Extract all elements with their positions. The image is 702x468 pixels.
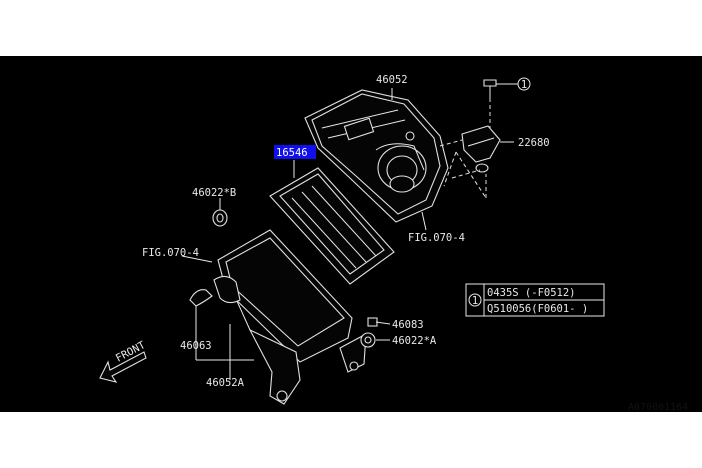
clip-46083[interactable] [367,317,378,327]
label-46022a: 46022*A [392,335,437,347]
label-46083: 46083 [392,319,424,331]
dashed-guides [439,98,491,199]
air-filter-element[interactable] [269,167,395,285]
label-16546[interactable]: 16546 [276,147,308,159]
highlight-16546 [274,145,316,159]
grommet-a[interactable] [360,332,376,348]
callout-number: 1 [521,79,527,91]
document-id: A070001164 [628,402,688,413]
label-fig-upper[interactable]: FIG.070-4 [408,232,465,244]
label-46022b: 46022*B [192,187,236,199]
leader-lines [181,88,514,380]
label-22680: 22680 [518,137,550,149]
callout-circle [517,77,531,91]
grommet-b[interactable] [212,209,228,227]
table-ref: 1 [472,295,478,307]
label-46052: 46052 [376,74,408,86]
airflow-sensor[interactable] [461,125,501,173]
label-46052a: 46052A [206,377,245,389]
upper-air-cleaner-case[interactable] [304,89,449,223]
bolt[interactable] [483,79,518,98]
hose-46063[interactable] [189,289,213,307]
reference-table: 1 0435S (-F0512) Q510056(F0601- ) [465,283,605,317]
front-arrow: FRONT [99,339,148,383]
table-row-2: Q510056(F0601- ) [487,303,588,315]
lower-air-cleaner-case[interactable] [213,229,367,405]
label-fig-left[interactable]: FIG.070-4 [142,247,199,259]
label-46063: 46063 [180,340,212,352]
table-row-1: 0435S (-F0512) [487,287,576,299]
